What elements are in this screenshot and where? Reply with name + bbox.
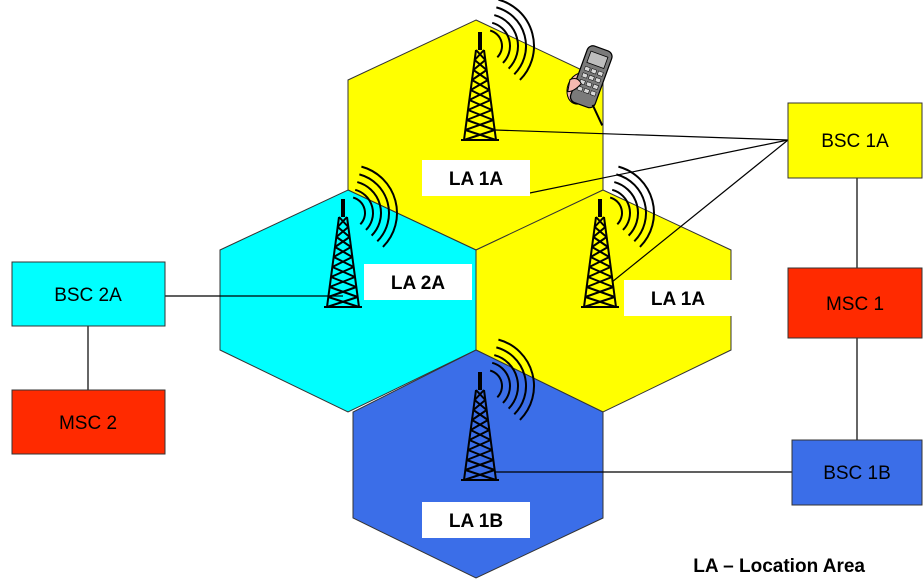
radio-wave-icon xyxy=(496,346,527,415)
radio-wave-icon xyxy=(616,173,647,242)
box-msc1: MSC 1 xyxy=(787,267,923,339)
radio-wave-icon xyxy=(494,354,519,410)
cell-label-left-text: LA 2A xyxy=(391,273,445,294)
box-bsc1b-label: BSC 1B xyxy=(823,463,891,484)
cell-label-right-text: LA 1A xyxy=(651,289,705,310)
link-tower-top-bsc1a xyxy=(494,129,789,141)
radio-wave-icon xyxy=(609,196,623,226)
radio-wave-icon xyxy=(361,165,398,248)
radio-wave-icon xyxy=(618,165,655,248)
cell-tower-icon-right xyxy=(581,165,655,308)
radio-wave-icon xyxy=(489,29,503,59)
radio-wave-icon xyxy=(491,361,511,404)
box-bsc1b: BSC 1B xyxy=(791,439,923,506)
radio-wave-icon xyxy=(494,14,519,70)
radio-wave-icon xyxy=(489,369,503,399)
radio-wave-icon xyxy=(491,21,511,64)
radio-wave-icon xyxy=(352,196,366,226)
box-msc1-label: MSC 1 xyxy=(826,294,884,315)
box-msc2: MSC 2 xyxy=(11,389,166,455)
cell-label-top: LA 1A xyxy=(422,160,530,196)
box-bsc1a-label: BSC 1A xyxy=(821,131,889,152)
cell-tower-icon-bottom xyxy=(461,338,535,481)
radio-wave-icon xyxy=(614,181,639,237)
cell-tower-icon-top xyxy=(461,0,535,141)
cell-label-top-text: LA 1A xyxy=(449,169,503,190)
link-bsc1a-left-top-hex xyxy=(519,139,789,196)
mobile-phone-icon xyxy=(566,45,613,126)
cell-tower-icon-left xyxy=(324,165,398,308)
radio-wave-icon xyxy=(498,0,535,81)
cell-label-bottom-text: LA 1B xyxy=(449,511,503,532)
cell-label-right: LA 1A xyxy=(624,280,732,316)
radio-wave-icon xyxy=(611,188,631,231)
radio-wave-icon xyxy=(357,181,382,237)
box-bsc1a: BSC 1A xyxy=(787,102,923,179)
radio-wave-icon xyxy=(498,338,535,421)
radio-wave-icon xyxy=(496,6,527,75)
connections xyxy=(87,129,858,473)
radio-wave-icon xyxy=(354,188,374,231)
box-msc2-label: MSC 2 xyxy=(59,413,117,434)
link-bsc1a-tower-right xyxy=(611,139,789,283)
box-bsc2a-label: BSC 2A xyxy=(54,285,122,306)
radio-wave-icon xyxy=(359,173,390,242)
box-bsc2a: BSC 2A xyxy=(11,261,166,327)
legend-text: LA – Location Area xyxy=(693,556,865,577)
cell-label-left: LA 2A xyxy=(364,264,472,300)
cell-label-bottom: LA 1B xyxy=(422,502,530,538)
